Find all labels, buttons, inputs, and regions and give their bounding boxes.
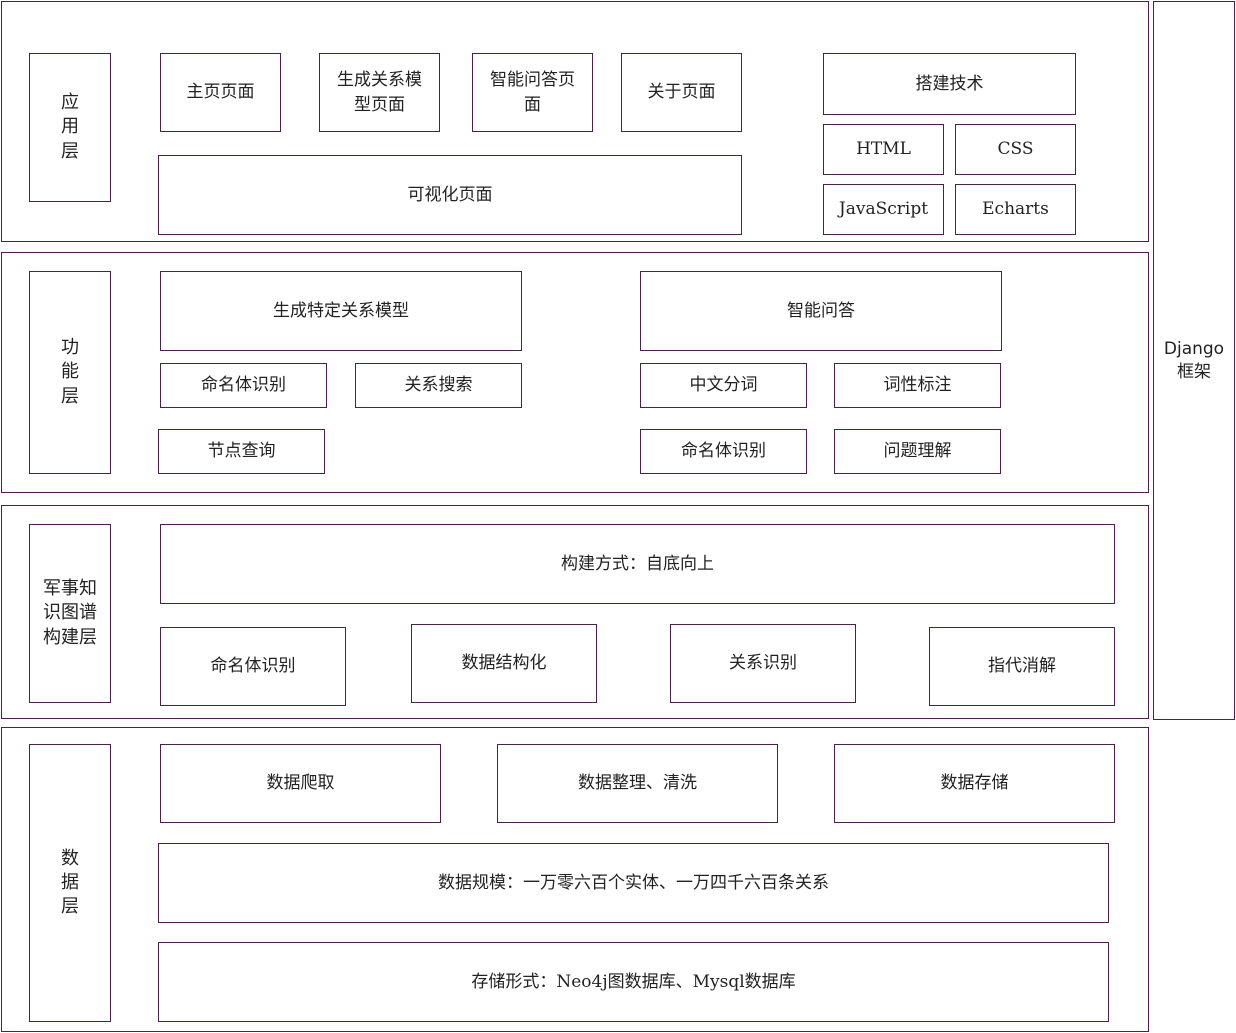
chinese-segmentation-box: 中文分词 [640,363,807,408]
kg-ner-box: 命名体识别 [160,627,346,706]
named-entity-recognition-box-2: 命名体识别 [640,429,807,474]
data-crawl-box: 数据爬取 [160,744,441,823]
data-layer-label: 数 据 层 [29,744,111,1022]
django-framework-box: Django 框架 [1153,1,1235,720]
coreference-resolution-box: 指代消解 [929,627,1115,706]
named-entity-recognition-box: 命名体识别 [160,363,327,408]
tech-javascript: JavaScript [823,184,944,235]
data-storage-box: 数据存储 [834,744,1115,823]
tech-html: HTML [823,124,944,175]
relation-search-box: 关系搜索 [355,363,522,408]
relation-model-page-box: 生成关系模 型页面 [319,53,440,132]
visualization-page-box: 可视化页面 [158,155,742,235]
construction-method-box: 构建方式：自底向上 [160,524,1115,604]
storage-form-box: 存储形式：Neo4j图数据库、Mysql数据库 [158,942,1109,1022]
home-page-box: 主页页面 [160,53,281,132]
data-cleaning-box: 数据整理、清洗 [497,744,778,823]
kg-construction-layer-label: 军事知 识图谱 构建层 [29,524,111,703]
data-structuring-box: 数据结构化 [411,624,597,703]
application-layer-label: 应 用 层 [29,53,111,202]
generate-relation-model-box: 生成特定关系模型 [160,271,522,351]
pos-tagging-box: 词性标注 [834,363,1001,408]
about-page-box: 关于页面 [621,53,742,132]
question-understanding-box: 问题理解 [834,429,1001,474]
node-query-box: 节点查询 [158,429,325,474]
tech-stack-title: 搭建技术 [823,53,1076,115]
qa-page-box: 智能问答页 面 [472,53,593,132]
tech-css: CSS [955,124,1076,175]
function-layer-label: 功 能 层 [29,271,111,474]
intelligent-qa-box: 智能问答 [640,271,1002,351]
data-scale-box: 数据规模：一万零六百个实体、一万四千六百条关系 [158,843,1109,923]
relation-recognition-box: 关系识别 [670,624,856,703]
tech-echarts: Echarts [955,184,1076,235]
